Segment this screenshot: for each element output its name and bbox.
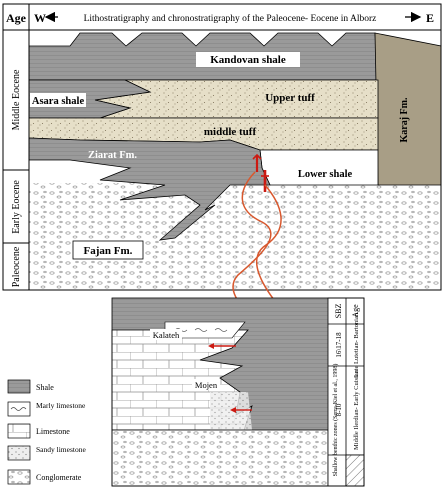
sbz-upper: 16\17-18 bbox=[335, 332, 343, 358]
legend-swatch-sandy bbox=[7, 445, 31, 461]
mojen-label: Mojen bbox=[195, 380, 218, 390]
east-label: E bbox=[426, 11, 434, 25]
legend-label-shale: Shale bbox=[36, 383, 54, 392]
west-label: W bbox=[34, 11, 46, 25]
age-header-lower: Age bbox=[351, 304, 360, 318]
fajan-conglomerate bbox=[29, 183, 441, 290]
legend-label-limestone: Limestone bbox=[36, 427, 70, 436]
header-row bbox=[2, 3, 442, 31]
age-early-eocene: Early Eocene bbox=[11, 180, 22, 234]
age-upper: Late Lutetian- Bartonian bbox=[353, 312, 360, 377]
ziarat-label: Ziarat Fm. bbox=[88, 150, 137, 161]
karaj-label: Karaj Fm. bbox=[399, 97, 410, 142]
fajan-label: Fajan Fm. bbox=[84, 245, 133, 257]
legend-swatch-marly bbox=[7, 401, 31, 417]
age-header: Age bbox=[6, 11, 27, 25]
kalateh-label: Kalateh bbox=[153, 330, 180, 340]
legend-label-marly: Marly limestone bbox=[36, 401, 86, 410]
lower-panel: SBZ Age 16\17-18 Late Lutetian- Bartonia… bbox=[111, 297, 365, 487]
upper-tuff-label: Upper tuff bbox=[265, 92, 315, 104]
age-middle-eocene: Middle Eocene bbox=[11, 69, 22, 130]
sandy-patch bbox=[210, 392, 252, 430]
middle-tuff-label: middle tuff bbox=[204, 126, 257, 138]
asara-label: Asara shale bbox=[32, 96, 85, 107]
legend-swatch-conglomerate bbox=[7, 469, 31, 485]
upper-panel: Age W Lithostratigraphy and chronostrati… bbox=[2, 3, 442, 291]
age-paleocene: Paleocene bbox=[11, 246, 22, 287]
kandovan-label: Kandovan shale bbox=[210, 54, 286, 66]
legend: Shale Marly limestone Limestone Sandy li… bbox=[7, 379, 86, 485]
legend-label-sandy: Sandy limestone bbox=[36, 445, 86, 454]
age-lower: Middle Ilerdian- Early Cuisian bbox=[353, 369, 360, 450]
legend-label-conglomerate: Conglomerate bbox=[36, 473, 82, 482]
sbz-lower: 8-10 bbox=[335, 403, 343, 416]
diagram-title: Lithostratigraphy and chronostratigraphy… bbox=[84, 13, 377, 24]
legend-swatch-limestone bbox=[7, 423, 31, 439]
legend-swatch-shale bbox=[7, 379, 31, 394]
lower-conglomerate bbox=[111, 429, 329, 487]
ziarat-formation bbox=[28, 137, 271, 241]
sbz-header: SBZ bbox=[334, 304, 343, 319]
lower-shale-label: Lower shale bbox=[298, 169, 353, 180]
benthic-zones-label: Shallow benthic zones (Serra-Kiel et al.… bbox=[332, 364, 339, 477]
